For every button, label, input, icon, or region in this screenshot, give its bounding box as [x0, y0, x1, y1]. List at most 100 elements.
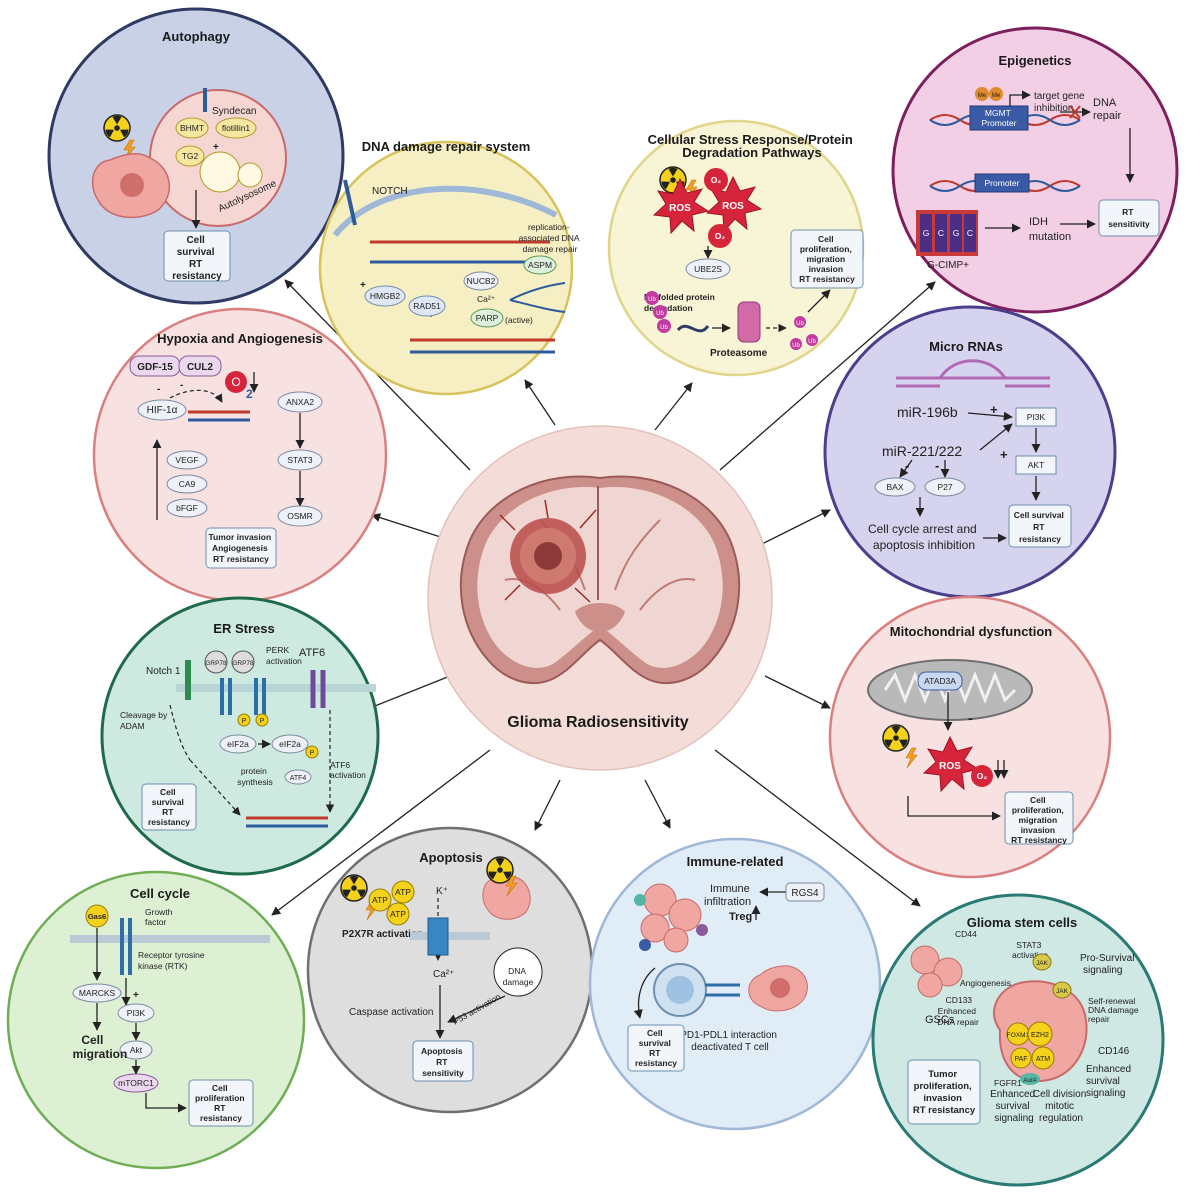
tg2-label: TG2 [182, 151, 199, 161]
p27-label: P27 [937, 482, 952, 492]
epigenetics-outcome-text: RT sensitivity [1108, 207, 1150, 229]
p2x7r-label: P2X7R activation [342, 929, 423, 940]
atm-node [1031, 1046, 1055, 1070]
misfolded-label: Misfolded protein degradation [644, 292, 717, 313]
cul2-node [178, 355, 222, 377]
ca9-label: CA9 [179, 479, 196, 489]
apoptosis-title: Apoptosis [419, 850, 483, 865]
notch-label: NOTCH [372, 186, 408, 197]
pd1-label: PD1-PDL1 interaction deactivated T cell [680, 1030, 780, 1053]
free-ubiquitin: Ub Ub Ub [790, 316, 818, 350]
mirna-minus-2: - [935, 458, 939, 473]
ubiquitin-chain: Ub Ub Ub [645, 291, 671, 333]
mirna-outcome-text: Cell survival RT resistancy [1014, 510, 1066, 544]
protein-synthesis-label: protein synthesis [237, 766, 272, 787]
svg-text:Gas6: Gas6 [88, 912, 106, 921]
center-arrows [271, 279, 936, 916]
mito-title: Mitochondrial dysfunction [890, 624, 1053, 639]
akt-label: AKT [1028, 460, 1045, 470]
brain-illustration [459, 475, 741, 685]
ros-label-1: ROS [669, 203, 691, 214]
mirna-minus-1: - [905, 458, 909, 473]
mirna-plus-1: + [990, 402, 998, 417]
dna-plus-1: + [360, 280, 366, 291]
p2x7r-channel [427, 917, 449, 956]
svg-text:ATP: ATP [390, 909, 406, 919]
epigenetics-outcome-box [1098, 199, 1160, 237]
er-outcome-text: Cell survival RT resistancy [148, 787, 190, 827]
p27-node [924, 477, 966, 497]
atf6-label: ATF6 [299, 647, 325, 659]
rgs4-label: RGS4 [791, 888, 819, 899]
stress-title: Cellular Stress Response/Protein Degrada… [648, 132, 857, 160]
gcimp-label: G-CIMP+ [927, 260, 969, 271]
rad51-label: RAD51 [413, 301, 441, 311]
grp78-node-1 [204, 650, 228, 674]
osmr-label: OSMR [287, 511, 313, 521]
gsc-cluster [910, 945, 963, 998]
er-dna [246, 816, 328, 828]
bfgf-node [166, 498, 208, 518]
akt-box [1015, 455, 1057, 475]
phospho-2 [255, 713, 269, 727]
notch1-shape [185, 660, 191, 700]
gsc-panel: Glioma stem cells GSCs CD44 Angiogenesis… [871, 893, 1165, 1187]
lysosome-shape [237, 162, 263, 188]
methyl-2 [989, 87, 1003, 101]
treg-label: Treg [729, 911, 752, 923]
calcium-label: Ca²⁺ [433, 969, 454, 980]
oxygen-label-2: O₂ [715, 231, 726, 241]
mito-minus: - [968, 710, 973, 726]
svg-text:JAK: JAK [1056, 988, 1069, 995]
mirna-plus-2: + [1000, 447, 1008, 462]
svg-text:Ub: Ub [656, 311, 664, 317]
cycle-arrest-label: Cell cycle arrest and apoptosis inhibiti… [868, 522, 980, 552]
grp78-node-2 [231, 650, 255, 674]
stress-panel: Cellular Stress Response/Protein Degrada… [607, 119, 865, 377]
pi3k-label: PI3K [127, 1008, 146, 1018]
proteasome-shape [737, 301, 761, 343]
svg-text:P: P [242, 718, 247, 725]
flotillin-node [215, 117, 257, 139]
perk-receptor-2 [254, 678, 266, 715]
bax-label: BAX [886, 482, 903, 492]
radiation-icon [486, 856, 514, 884]
jak-node-1 [1032, 953, 1052, 971]
dna-repair-circle [318, 140, 574, 396]
svg-text:ATF4: ATF4 [290, 775, 307, 782]
mito-outcome-text: Cell proliferation, migration invasion R… [1011, 795, 1067, 845]
svg-text:C: C [938, 228, 944, 238]
gscs-label: GSCs [925, 1014, 955, 1026]
svg-text:AurA: AurA [1023, 1078, 1036, 1084]
anxa2-label: ANXA2 [286, 397, 314, 407]
svg-text:C: C [967, 228, 973, 238]
stress-outcome-box [790, 229, 864, 289]
bax-node [874, 477, 916, 497]
autophagy-outcome-box [163, 230, 231, 282]
epigenetics-panel: Epigenetics Me Me MGMT Promoter target g… [891, 26, 1179, 314]
apoptosis-outcome-text: Apoptosis RT sensitivity [421, 1046, 465, 1078]
marcks-label: MARCKS [79, 988, 116, 998]
atad3a-label: ATAD3A [924, 676, 956, 686]
mir196b-label: miR-196b [897, 404, 958, 420]
cd44-label: CD44 [955, 929, 977, 939]
gsc-title: Glioma stem cells [967, 915, 1078, 930]
er-stress-panel: ER Stress Notch 1 GRP78 GRP78 PERK activ… [100, 596, 380, 876]
radiation-icon [882, 724, 910, 752]
svg-text:Ub: Ub [792, 343, 800, 349]
hif1a-label: HIF-1α [147, 405, 178, 416]
mirna-outcome-box [1008, 504, 1072, 548]
oxygen-icon [225, 371, 247, 393]
bhmt-label: BHMT [180, 123, 204, 133]
oxygen-radical-1 [704, 168, 728, 192]
oxygen-radical-2 [708, 224, 732, 248]
hypoxia-outcome-text: Tumor invasion Angiogenesis RT resistanc… [208, 532, 273, 564]
immune-infiltration-label: Immune infiltration [704, 883, 753, 908]
hmgb2-label: HMGB2 [370, 291, 401, 301]
jak-node-2 [1052, 981, 1072, 999]
immune-outcome-text: Cell survival RT resistancy [635, 1028, 677, 1068]
apoptosis-tumor-cell [482, 875, 531, 920]
svg-text:ATM: ATM [1036, 1056, 1050, 1063]
svg-text:ATP: ATP [395, 887, 411, 897]
